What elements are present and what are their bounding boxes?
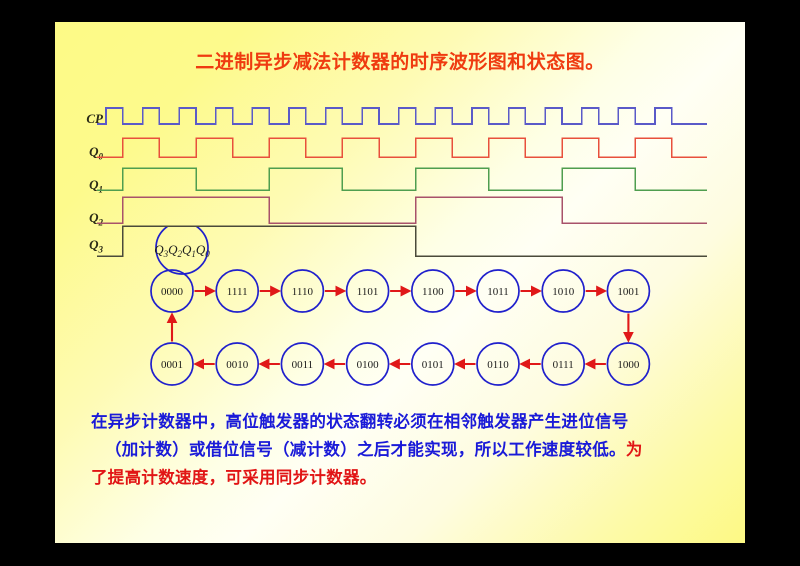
state-node-label-0011: 0011 [292,359,314,371]
state-node-label-0101: 0101 [422,359,444,371]
state-node-1100 [410,269,455,313]
state-node-1110 [280,269,325,313]
state-node-0000 [150,269,194,313]
state-node-label-1111: 1111 [227,286,248,298]
state-node-label-1010: 1010 [552,286,575,298]
state-node-label-0010: 0010 [226,359,249,371]
body-line-2: （加计数）或借位信号（减计数）之后才能实现，所以工作速度较低。为 [91,436,721,464]
state-node-1011 [476,269,520,313]
state-node-0001 [150,342,194,386]
state-node-0011 [280,342,325,386]
state-node-label-1000: 1000 [617,359,640,371]
state-transition-diagram: Q3Q2Q1Q0 0000 1111 1110 1101 1100 1011 1010 1001… [55,227,745,407]
waveform-label-q3: Q3 [89,237,103,255]
state-node-label-0000: 0000 [161,286,184,298]
body-line-2-text: （加计数）或借位信号（减计数）之后才能实现，所以工作速度较低。 [105,440,626,459]
state-node-1101 [345,269,390,313]
state-node-1001 [606,269,651,313]
state-node-label-1011: 1011 [487,286,509,298]
state-node-label-1001: 1001 [617,286,639,298]
state-node-1111 [215,269,260,313]
timing-waveform-diagram: CP Q0 Q1 Q2 Q3 [55,84,745,257]
state-legend-label: Q3Q2Q1Q0 [154,242,210,260]
state-node-0101 [410,342,455,386]
body-line-1: 在异步计数器中，高位触发器的状态翻转必须在相邻触发器产生进位信号 [91,408,721,436]
state-node-label-1100: 1100 [422,286,444,298]
state-node-label-0111: 0111 [553,359,574,371]
state-node-1010 [541,269,586,313]
state-node-1000 [606,342,651,386]
state-node-label-1110: 1110 [292,286,314,298]
state-node-label-0001: 0001 [161,359,183,371]
state-diagram-canvas: Q3Q2Q1Q0 0000 1111 1110 1101 1100 1011 1010 1001… [150,227,651,386]
body-line-3: 了提高计数速度，可采用同步计数器。 [91,464,721,492]
state-node-0100 [345,342,390,386]
body-line-2-red-text: 为 [625,440,643,459]
page-title: 二进制异步减法计数器的时序波形图和状态图。 [195,52,605,73]
body-line-1-text: 在异步计数器中，高位触发器的状态翻转必须在相邻触发器产生进位信号 [91,412,629,431]
state-node-0010 [215,342,260,386]
presentation-slide: 二进制异步减法计数器的时序波形图和状态图。 CP Q0 Q1 Q2 Q3 Q3Q… [55,22,745,543]
state-node-0111 [541,342,586,386]
state-node-label-1101: 1101 [357,286,379,298]
state-node-0110 [476,342,520,386]
state-node-label-0100: 0100 [357,359,380,371]
state-legend-circle [155,227,209,275]
body-paragraph: 在异步计数器中，高位触发器的状态翻转必须在相邻触发器产生进位信号 （加计数）或借… [91,408,721,492]
waveform-label-cp: CP [86,111,103,126]
state-node-label-0110: 0110 [487,359,509,371]
waveform-traces [97,107,707,257]
body-line-3-text: 了提高计数速度，可采用同步计数器。 [91,468,377,487]
